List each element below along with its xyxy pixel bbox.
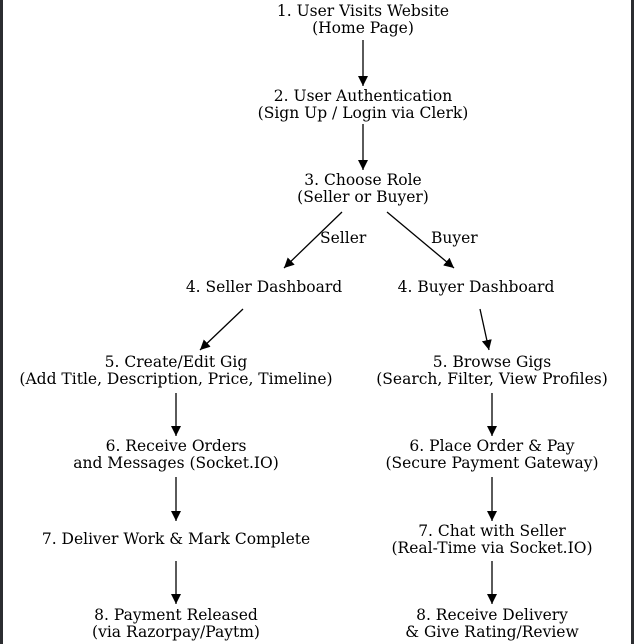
node-choose-role-line2: (Seller or Buyer): [297, 188, 429, 206]
node-receive-orders-line1: 6. Receive Orders: [105, 437, 247, 455]
node-receive-orders: 6. Receive Orders and Messages (Socket.I…: [73, 438, 279, 472]
node-browse-gigs: 5. Browse Gigs (Search, Filter, View Pro…: [376, 354, 608, 388]
node-buyer-dashboard: 4. Buyer Dashboard: [398, 279, 555, 296]
node-seller-dashboard-line1: 4. Seller Dashboard: [185, 278, 343, 296]
node-chat-with-seller: 7. Chat with Seller (Real-Time via Socke…: [392, 523, 593, 557]
edge-role-to-buyer-dashboard: [386, 211, 455, 269]
flowchart-edges: [171, 40, 497, 604]
node-visit-website: 1. User Visits Website (Home Page): [277, 3, 449, 37]
edge-label-seller: Seller: [320, 229, 367, 247]
edge-label-buyer: Buyer: [431, 229, 478, 247]
node-create-edit-gig: 5. Create/Edit Gig (Add Title, Descripti…: [19, 354, 332, 388]
node-place-order-pay-line2: (Secure Payment Gateway): [385, 454, 599, 472]
node-choose-role-line1: 3. Choose Role: [304, 171, 422, 189]
node-browse-gigs-line1: 5. Browse Gigs: [432, 353, 552, 371]
node-user-authentication: 2. User Authentication (Sign Up / Login …: [258, 88, 469, 122]
node-place-order-pay-line1: 6. Place Order & Pay: [409, 437, 575, 455]
flowchart-canvas: 1. User Visits Website (Home Page) 2. Us…: [3, 0, 631, 644]
node-user-authentication-line2: (Sign Up / Login via Clerk): [257, 104, 469, 122]
node-chat-with-seller-line1: 7. Chat with Seller: [418, 522, 566, 540]
edge-buyer-dashboard-to-browse: [479, 308, 492, 351]
node-receive-delivery-line1: 8. Receive Delivery: [416, 606, 568, 624]
node-receive-delivery-line2: & Give Rating/Review: [405, 623, 579, 641]
node-buyer-dashboard-line1: 4. Buyer Dashboard: [397, 278, 555, 296]
node-deliver-work: 7. Deliver Work & Mark Complete: [42, 531, 310, 548]
node-deliver-work-line1: 7. Deliver Work & Mark Complete: [41, 530, 311, 548]
node-place-order-pay: 6. Place Order & Pay (Secure Payment Gat…: [385, 438, 598, 472]
node-receive-delivery: 8. Receive Delivery & Give Rating/Review: [405, 607, 579, 641]
edge-role-to-seller-dashboard: [283, 211, 343, 269]
node-choose-role: 3. Choose Role (Seller or Buyer): [297, 172, 429, 206]
node-user-authentication-line1: 2. User Authentication: [273, 87, 453, 105]
edge-seller-dashboard-to-gig: [199, 308, 244, 351]
node-payment-released: 8. Payment Released (via Razorpay/Paytm): [92, 607, 260, 641]
node-visit-website-line2: (Home Page): [312, 19, 414, 37]
node-receive-orders-line2: and Messages (Socket.IO): [73, 454, 279, 472]
node-payment-released-line2: (via Razorpay/Paytm): [92, 623, 260, 641]
node-seller-dashboard: 4. Seller Dashboard: [186, 279, 342, 296]
node-chat-with-seller-line2: (Real-Time via Socket.IO): [391, 539, 593, 557]
node-create-edit-gig-line2: (Add Title, Description, Price, Timeline…: [19, 370, 333, 388]
node-create-edit-gig-line1: 5. Create/Edit Gig: [104, 353, 248, 371]
node-payment-released-line1: 8. Payment Released: [94, 606, 258, 624]
node-browse-gigs-line2: (Search, Filter, View Profiles): [376, 370, 608, 388]
node-visit-website-line1: 1. User Visits Website: [276, 2, 450, 20]
